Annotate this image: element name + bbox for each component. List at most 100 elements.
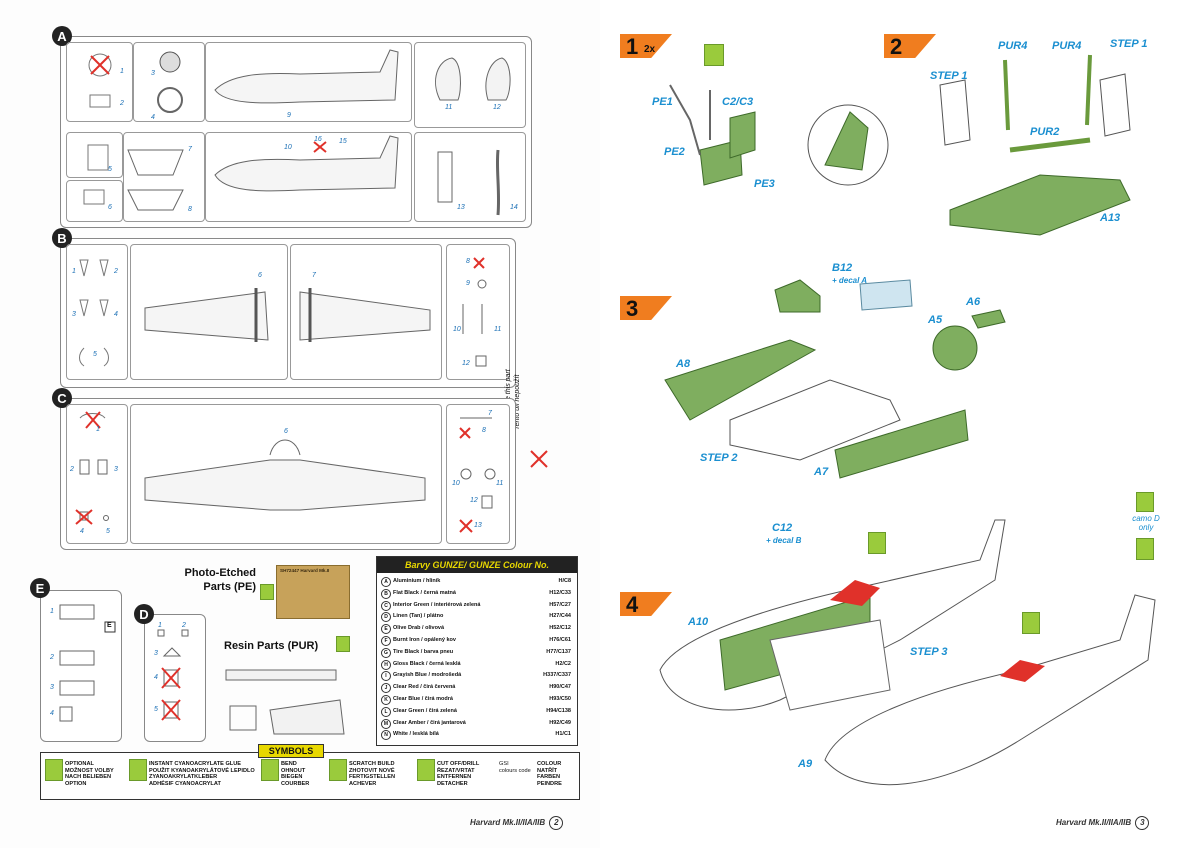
colour-name: Grayish Blue / modrošedá [393, 672, 462, 679]
part-a13-number: 13 [457, 204, 465, 211]
part-c7-number: 7 [488, 410, 492, 417]
sprue-b-cell-4 [446, 244, 510, 380]
sprue-d-parts-drawing [157, 629, 189, 721]
sprue-c-cell-1 [66, 404, 128, 544]
colour-code: H27/C44 [549, 613, 571, 620]
footer-left-title: Harvard Mk.II/IIA/IIB [470, 818, 546, 827]
part-c10-number: 10 [452, 480, 460, 487]
step-4-label-step3: STEP 3 [910, 646, 948, 658]
part-b7-number: 7 [312, 272, 316, 279]
sprue-a-cell-6 [66, 180, 123, 222]
step-1-bend-icon [704, 44, 724, 66]
step-2-label-pur4-right: PUR4 [1052, 40, 1082, 52]
step-4-flag: 4 [620, 592, 672, 617]
part-b9-number: 9 [466, 280, 470, 287]
step-4-cut-icon-3 [1136, 538, 1154, 560]
colour-letter: J [381, 683, 391, 694]
part-b3-number: 3 [72, 311, 76, 318]
sprue-c-parts-drawing [75, 411, 496, 533]
sprue-a-cell-1 [66, 42, 133, 122]
part-c8-number: 8 [482, 427, 486, 434]
step-1-drawing [669, 84, 889, 186]
sprue-a-badge: A [52, 26, 72, 46]
step-1-label-c2c3: C2/C3 [722, 96, 754, 108]
part-a1-number: 1 [120, 68, 124, 75]
colour-letter: C [381, 600, 391, 611]
step-1-label-pe3: PE3 [754, 178, 775, 190]
colour-code: H76/C61 [549, 637, 571, 643]
part-a6-number: 6 [108, 204, 112, 211]
colour-name: Tire Black / barva pneu [393, 648, 454, 655]
step-3-label-a7: A7 [814, 466, 829, 478]
symbol-colour-text: COLOUR NATŘÍT FARBEN PEINDRE [537, 761, 562, 787]
sprue-b [60, 238, 516, 388]
step-4-cut-icon-2 [1022, 612, 1040, 634]
right-page: 1 2x PE1 C2/C3 PE2 PE3 2 PUR4 PUR4 STEP … [600, 0, 1200, 848]
part-b1-number: 1 [72, 268, 76, 275]
step-4-number: 4 [626, 592, 639, 617]
sprue-a-cell-2 [133, 42, 205, 122]
symbol-colour-sub: GSI colours code [499, 761, 531, 774]
footer-right: Harvard Mk.II/IIA/IIB 3 [1056, 816, 1150, 830]
colour-name: Olive Drab / olivová [393, 625, 445, 632]
colour-letter: M [381, 718, 391, 729]
sprue-a-cell-9 [414, 132, 526, 222]
part-d5-number: 5 [154, 706, 158, 713]
step-2-flag: 2 [884, 34, 936, 59]
step-4-label-camo: camo D only [1132, 514, 1160, 532]
colour-code: H52/C12 [549, 625, 571, 632]
part-c6-number: 6 [284, 428, 288, 435]
part-e2-number: 2 [50, 654, 54, 661]
part-c11-number: 11 [496, 480, 504, 487]
symbol-bend-text: BEND OHNOUT BIEGEN COURBER [281, 761, 310, 787]
part-e1-number: 1 [50, 608, 54, 615]
colour-name: Clear Blue / čirá modrá [393, 696, 453, 702]
step-2-number: 2 [890, 34, 903, 59]
step-2-drawing [939, 54, 1131, 236]
step-3-drawing [664, 279, 1006, 479]
left-page: A 1 2 3 4 5 6 7 8 9 10 11 12 13 14 15 16… [30, 26, 580, 830]
step-2-label-pur4-left: PUR4 [998, 40, 1028, 52]
footer-left-page: 2 [549, 816, 564, 830]
colour-code: H/C8 [558, 578, 571, 584]
bend-icon [261, 759, 279, 781]
part-a11-number: 11 [445, 104, 453, 111]
sprue-e-parts-drawing [59, 604, 116, 722]
sprue-b-cell-3 [290, 244, 442, 380]
sprue-c-badge: C [52, 388, 72, 408]
colour-name: Gloss Black / černá lesklá [393, 660, 461, 667]
footer-right-title: Harvard Mk.II/IIA/IIB [1056, 818, 1132, 827]
part-d1-number: 1 [158, 622, 162, 629]
part-a12-number: 12 [493, 104, 501, 111]
colour-code: H77/C137 [546, 648, 571, 655]
part-d2-number: 2 [182, 622, 186, 629]
step-2-label-pur2: PUR2 [1030, 126, 1060, 138]
part-a5-number: 5 [108, 166, 112, 173]
sprue-e [40, 590, 122, 742]
part-b4-number: 4 [114, 311, 118, 318]
part-b10-number: 10 [453, 326, 461, 333]
step-4-camo-line1: camo D [1132, 514, 1160, 523]
step-4-label-c12: C12 [772, 522, 793, 534]
resin-parts-drawing [225, 669, 345, 735]
colour-name: Interior Green / interiérová zelená [393, 601, 481, 608]
colour-name: Aluminium / hliník [393, 578, 441, 584]
part-b6-number: 6 [258, 272, 262, 279]
part-a14-number: 14 [510, 204, 518, 211]
sprue-a-cell-5 [66, 132, 123, 178]
step-1-number: 1 [626, 34, 639, 59]
pe-title-line2: Parts (PE) [203, 581, 256, 593]
sprue-d [144, 614, 206, 742]
part-c5-number: 5 [106, 528, 110, 535]
red-x-icon [530, 450, 548, 468]
